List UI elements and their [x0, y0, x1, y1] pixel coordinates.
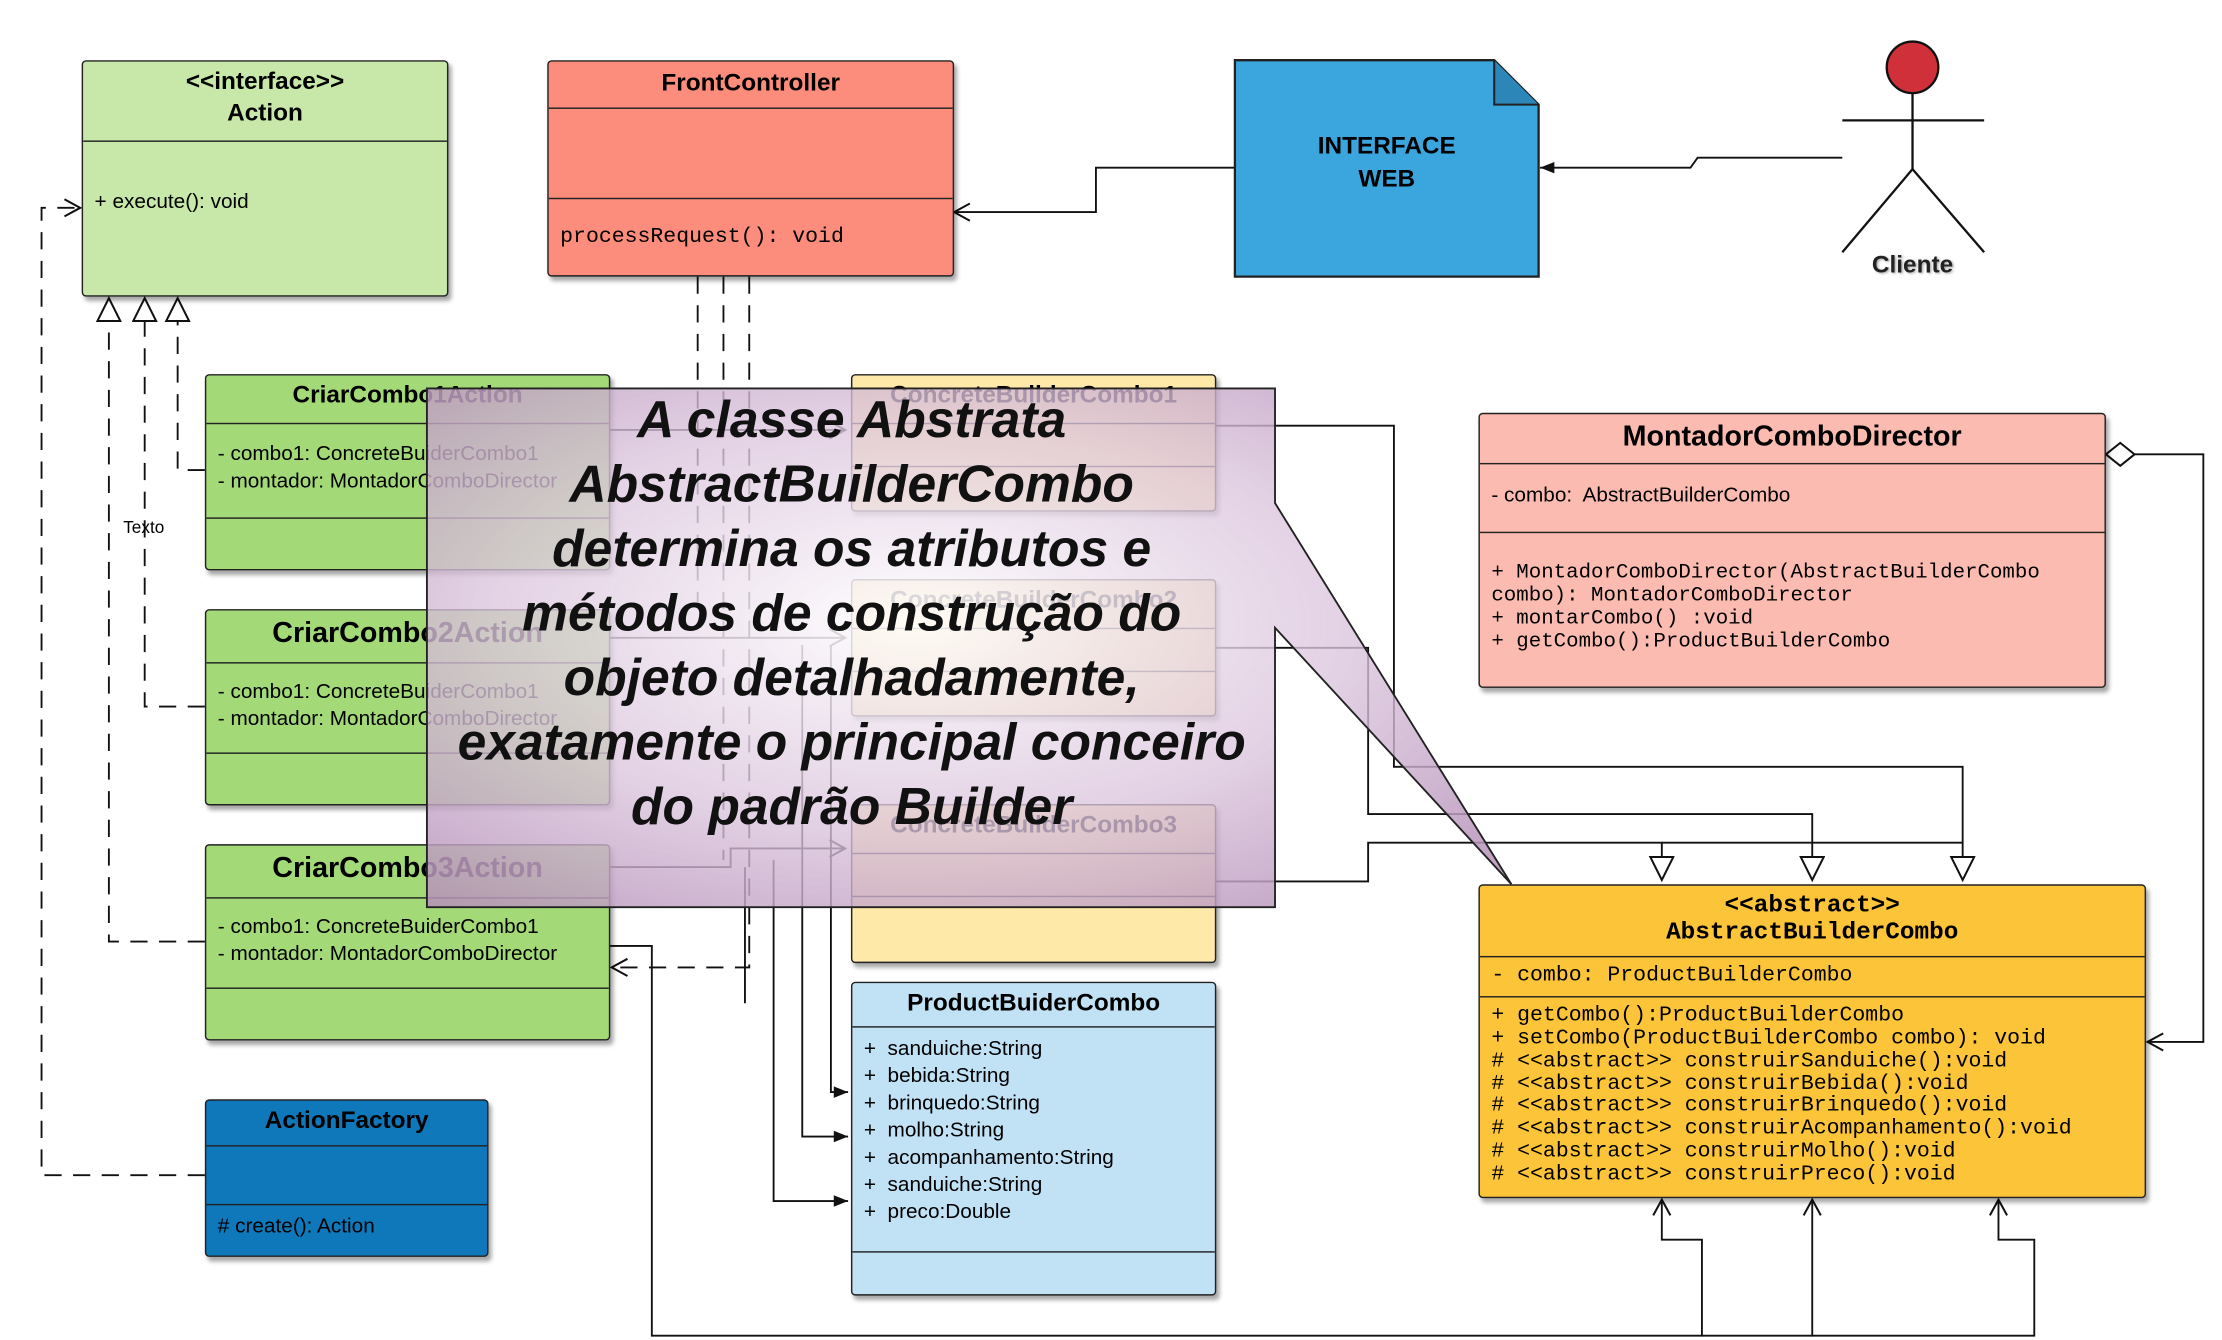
abstract-method: # <<abstract>> construirAcompanhamento()…	[1491, 1116, 2072, 1141]
abstract-method: # <<abstract>> construirBrinquedo():void	[1491, 1093, 2008, 1118]
action-factory-method: # create(): Action	[217, 1215, 375, 1239]
class-action[interactable]: <<interface>> Action + execute(): void	[81, 60, 449, 297]
edge-criar1-action	[178, 298, 205, 472]
cliente-actor	[1841, 40, 1986, 253]
edge-web-controller	[952, 166, 1235, 222]
edge-director-abstract	[2134, 453, 2205, 1052]
director-attr: - combo: AbstractBuilderCombo	[1491, 484, 1791, 508]
texto-label: Texto	[123, 517, 165, 538]
criar3-attr2: - montador: MontadorComboDirector	[217, 943, 558, 966]
edge-bottom-3	[1812, 1197, 2036, 1337]
product-attr: + preco:Double	[863, 1201, 1012, 1224]
product-name: ProductBuiderCombo	[907, 988, 1161, 1017]
class-montador-combo-director[interactable]: MontadorComboDirector - combo: AbstractB…	[1478, 412, 2106, 688]
callout-text: A classe Abstrata AbstractBuilderCombo d…	[457, 389, 1246, 836]
product-attr: + bebida:String	[863, 1064, 1010, 1088]
edge-concrete3-abstract	[1214, 841, 1662, 883]
edge-prod-3	[772, 859, 849, 1207]
action-factory-name: ActionFactory	[264, 1106, 429, 1134]
aggregation-diamond	[2104, 441, 2137, 468]
product-attr: + molho:String	[863, 1119, 1005, 1143]
director-method: + montarCombo() :void	[1491, 607, 1754, 631]
class-criar-combo3-action[interactable]: CriarCombo3Action - combo1: ConcreteBuid…	[204, 844, 611, 1041]
abstract-method: + getCombo():ProductBuilderCombo	[1491, 1003, 1904, 1028]
cliente-label: Cliente	[1871, 250, 1954, 279]
action-name: Action	[227, 98, 303, 127]
interface-web-doc	[1233, 59, 1540, 278]
edge-factory-action	[40, 198, 205, 1177]
criar3-name: CriarCombo3Action	[272, 852, 543, 885]
product-attr: + brinquedo:String	[863, 1092, 1040, 1116]
product-attr: + sanduiche:String	[863, 1037, 1043, 1061]
abstract-stereotype: <<abstract>>	[1724, 892, 1900, 921]
director-name: MontadorComboDirector	[1622, 421, 1962, 453]
edge-criar3-concrete3	[608, 838, 848, 869]
product-attr: + acompanhamento:String	[863, 1146, 1114, 1170]
action-method: + execute(): void	[94, 190, 249, 214]
edge-criar2-action	[145, 298, 205, 708]
product-attr: + sanduiche:String	[863, 1173, 1043, 1197]
director-method: + getCombo():ProductBuilderCombo	[1491, 630, 1891, 654]
class-product-buider-combo[interactable]: ProductBuiderCombo + sanduiche:String + …	[850, 981, 1217, 1296]
edge-bottom-2	[1701, 1197, 1822, 1337]
class-action-factory[interactable]: ActionFactory # create(): Action	[204, 1099, 489, 1257]
action-stereotype: <<interface>>	[185, 67, 345, 95]
abstract-method: # <<abstract>> construirMolho():void	[1491, 1139, 1956, 1164]
director-method: + MontadorComboDirector(AbstractBuilderC…	[1491, 561, 2040, 585]
edge-cliente-web	[1540, 156, 1843, 174]
abstract-method: # <<abstract>> construirPreco():void	[1491, 1162, 1956, 1187]
abstract-name: AbstractBuilderCombo	[1666, 920, 1959, 948]
front-controller-name: FrontController	[661, 68, 840, 97]
director-method: combo): MontadorComboDirector	[1491, 584, 1853, 608]
class-front-controller[interactable]: FrontController processRequest(): void	[547, 60, 955, 277]
class-abstract-builder-combo[interactable]: <<abstract>> AbstractBuilderCombo - comb…	[1478, 884, 2147, 1199]
abstract-method: + setCombo(ProductBuilderCombo combo): v…	[1491, 1026, 2046, 1051]
abstract-method: # <<abstract>> construirSanduiche():void	[1491, 1049, 2008, 1074]
criar3-attr1: - combo1: ConcreteBuiderCombo1	[217, 915, 539, 939]
interface-web-label: INTERFACE WEB	[1317, 131, 1456, 193]
abstract-attr: - combo: ProductBuilderCombo	[1491, 963, 1853, 988]
edge-criar3-action	[109, 298, 205, 943]
abstract-method: # <<abstract>> construirBebida():void	[1491, 1072, 1969, 1097]
front-controller-method: processRequest(): void	[560, 225, 844, 250]
